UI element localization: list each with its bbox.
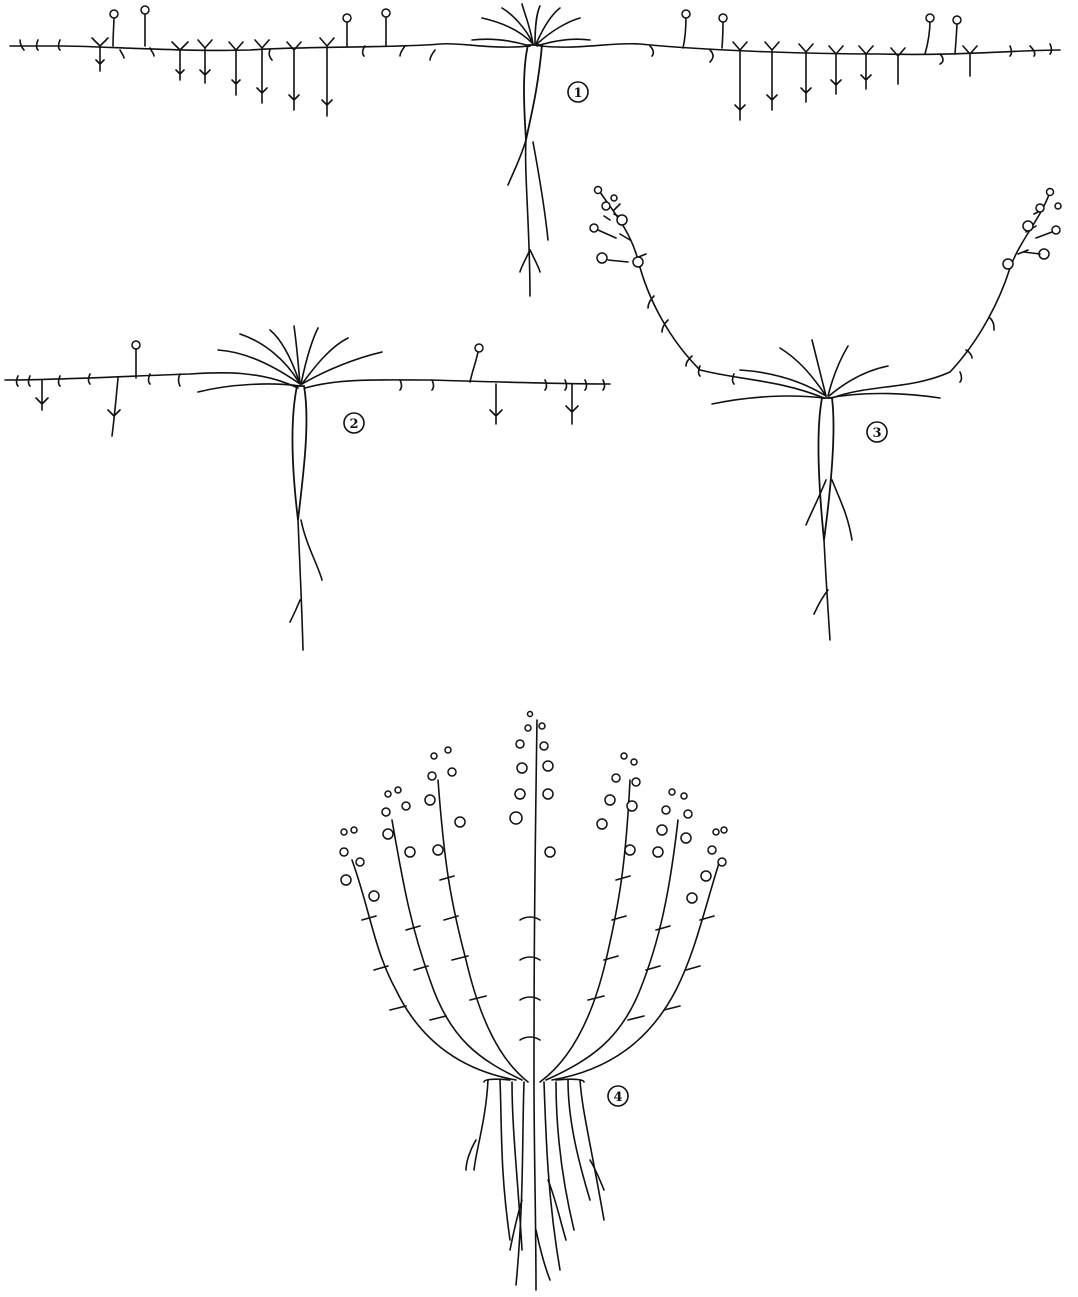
panel-1-stoloniferous-plant: 1 [10,4,1060,296]
panel-2-taproot [290,386,322,650]
panel-4-label: 4 [608,1086,628,1106]
panel-1-rosette-leaves [472,4,590,46]
panel-4-tufted-plant: 4 [340,712,727,1291]
panel-1-left-stolon [10,40,530,60]
panel-1-right-stolon [540,44,1060,64]
panel-4-label-text: 4 [613,1090,622,1105]
panel-1-taproot [508,45,548,296]
panel-2-label-text: 2 [349,417,358,432]
panel-4-flower-clusters [340,712,727,904]
panel-3-arching-stems [590,187,1061,399]
panel-2-short-stolon-plant: 2 [5,326,610,650]
panel-4-stems [352,720,720,1082]
panel-3-label: 3 [867,422,887,442]
panel-4-fibrous-roots [466,1080,604,1290]
panel-2-rosette-leaves [198,326,382,392]
panel-1-label: 1 [568,82,588,102]
panel-3-label-text: 3 [872,426,881,441]
panel-3-taproot [806,398,852,640]
panel-3-arching-inflorescence-plant: 3 [590,187,1061,641]
panel-3-rosette-leaves [712,340,940,404]
panel-2-label: 2 [344,413,364,433]
panel-1-label-text: 1 [573,86,582,101]
